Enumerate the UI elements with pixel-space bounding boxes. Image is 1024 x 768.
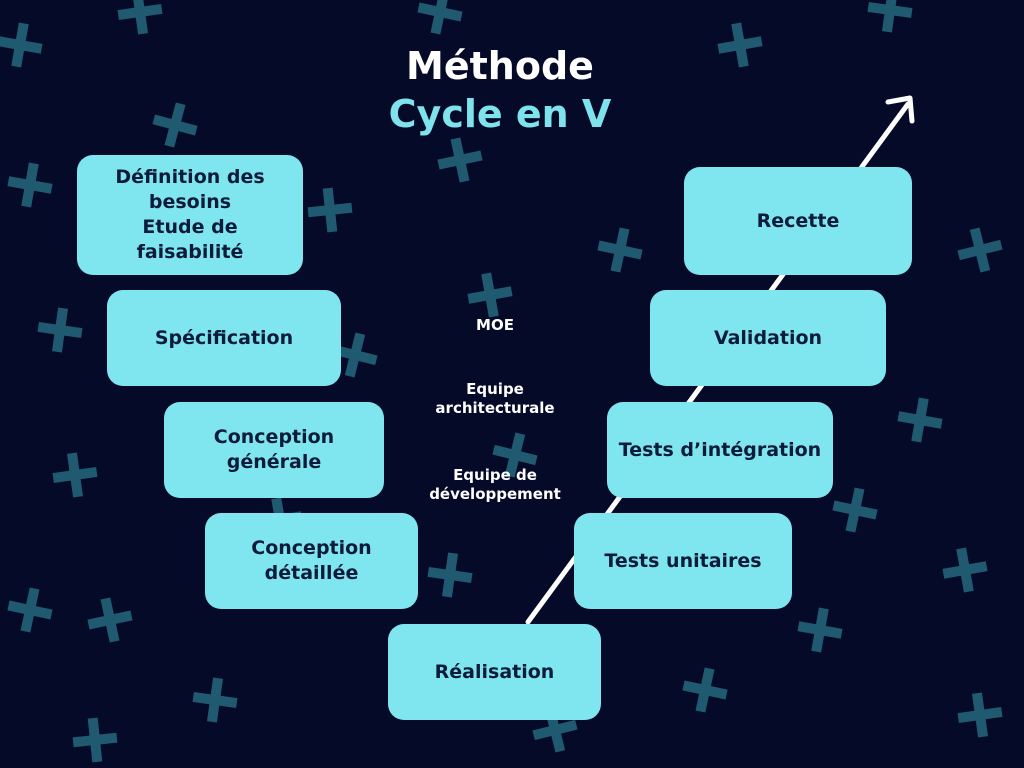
plus-icon bbox=[682, 667, 728, 713]
step-tests-integration: Tests d’intégration bbox=[607, 402, 833, 498]
plus-icon bbox=[117, 0, 163, 35]
step-specification-label: Spécification bbox=[154, 326, 294, 349]
step-recette-label: Recette bbox=[756, 209, 840, 232]
title-line-2: Cycle en V bbox=[388, 92, 612, 136]
plus-icon bbox=[427, 552, 473, 598]
step-recette: Recette bbox=[684, 167, 912, 275]
plus-icon bbox=[437, 137, 483, 183]
plus-icon bbox=[797, 607, 843, 653]
step-conception-generale-label: Conception générale bbox=[213, 426, 335, 473]
plus-icon bbox=[332, 332, 378, 378]
plus-icon bbox=[597, 227, 643, 273]
step-tests-integration-label: Tests d’intégration bbox=[618, 438, 822, 461]
plus-icon bbox=[717, 22, 763, 68]
role-equipe-architecturale: Equipe architecturale bbox=[435, 380, 555, 417]
plus-icon bbox=[7, 587, 53, 633]
step-validation-label: Validation bbox=[713, 326, 823, 349]
arrow-head-icon bbox=[885, 95, 915, 124]
step-definition-besoins-label: Définition des besoins Etude de faisabil… bbox=[115, 166, 265, 263]
step-tests-unitaires: Tests unitaires bbox=[574, 513, 792, 609]
role-equipe-developpement: Equipe de développement bbox=[429, 466, 561, 503]
plus-icon bbox=[492, 432, 538, 478]
step-definition-besoins: Définition des besoins Etude de faisabil… bbox=[77, 155, 303, 275]
step-conception-generale: Conception générale bbox=[164, 402, 384, 498]
plus-icon bbox=[37, 307, 83, 353]
plus-icon bbox=[152, 102, 198, 148]
plus-icon bbox=[192, 677, 238, 723]
plus-icon bbox=[417, 0, 463, 35]
plus-icon bbox=[832, 487, 878, 533]
step-validation: Validation bbox=[650, 290, 886, 386]
plus-icon bbox=[897, 397, 943, 443]
plus-icon bbox=[867, 0, 913, 33]
step-tests-unitaires-label: Tests unitaires bbox=[604, 549, 762, 572]
plus-icon bbox=[87, 597, 133, 643]
plus-icon bbox=[957, 227, 1003, 273]
plus-icon bbox=[957, 692, 1003, 738]
plus-icon bbox=[7, 162, 53, 208]
plus-icon bbox=[72, 717, 118, 763]
role-moe: MOE bbox=[476, 316, 514, 334]
step-realisation: Réalisation bbox=[388, 624, 601, 720]
plus-icon bbox=[0, 22, 43, 68]
title-line-1: Méthode bbox=[406, 44, 594, 88]
plus-icon bbox=[307, 187, 353, 233]
step-conception-detaillee-label: Conception détaillée bbox=[251, 537, 372, 584]
plus-icon bbox=[942, 547, 988, 593]
step-specification: Spécification bbox=[107, 290, 341, 386]
plus-icon bbox=[52, 452, 98, 498]
plus-icon bbox=[467, 272, 513, 318]
step-conception-detaillee: Conception détaillée bbox=[205, 513, 418, 609]
step-realisation-label: Réalisation bbox=[434, 660, 555, 683]
